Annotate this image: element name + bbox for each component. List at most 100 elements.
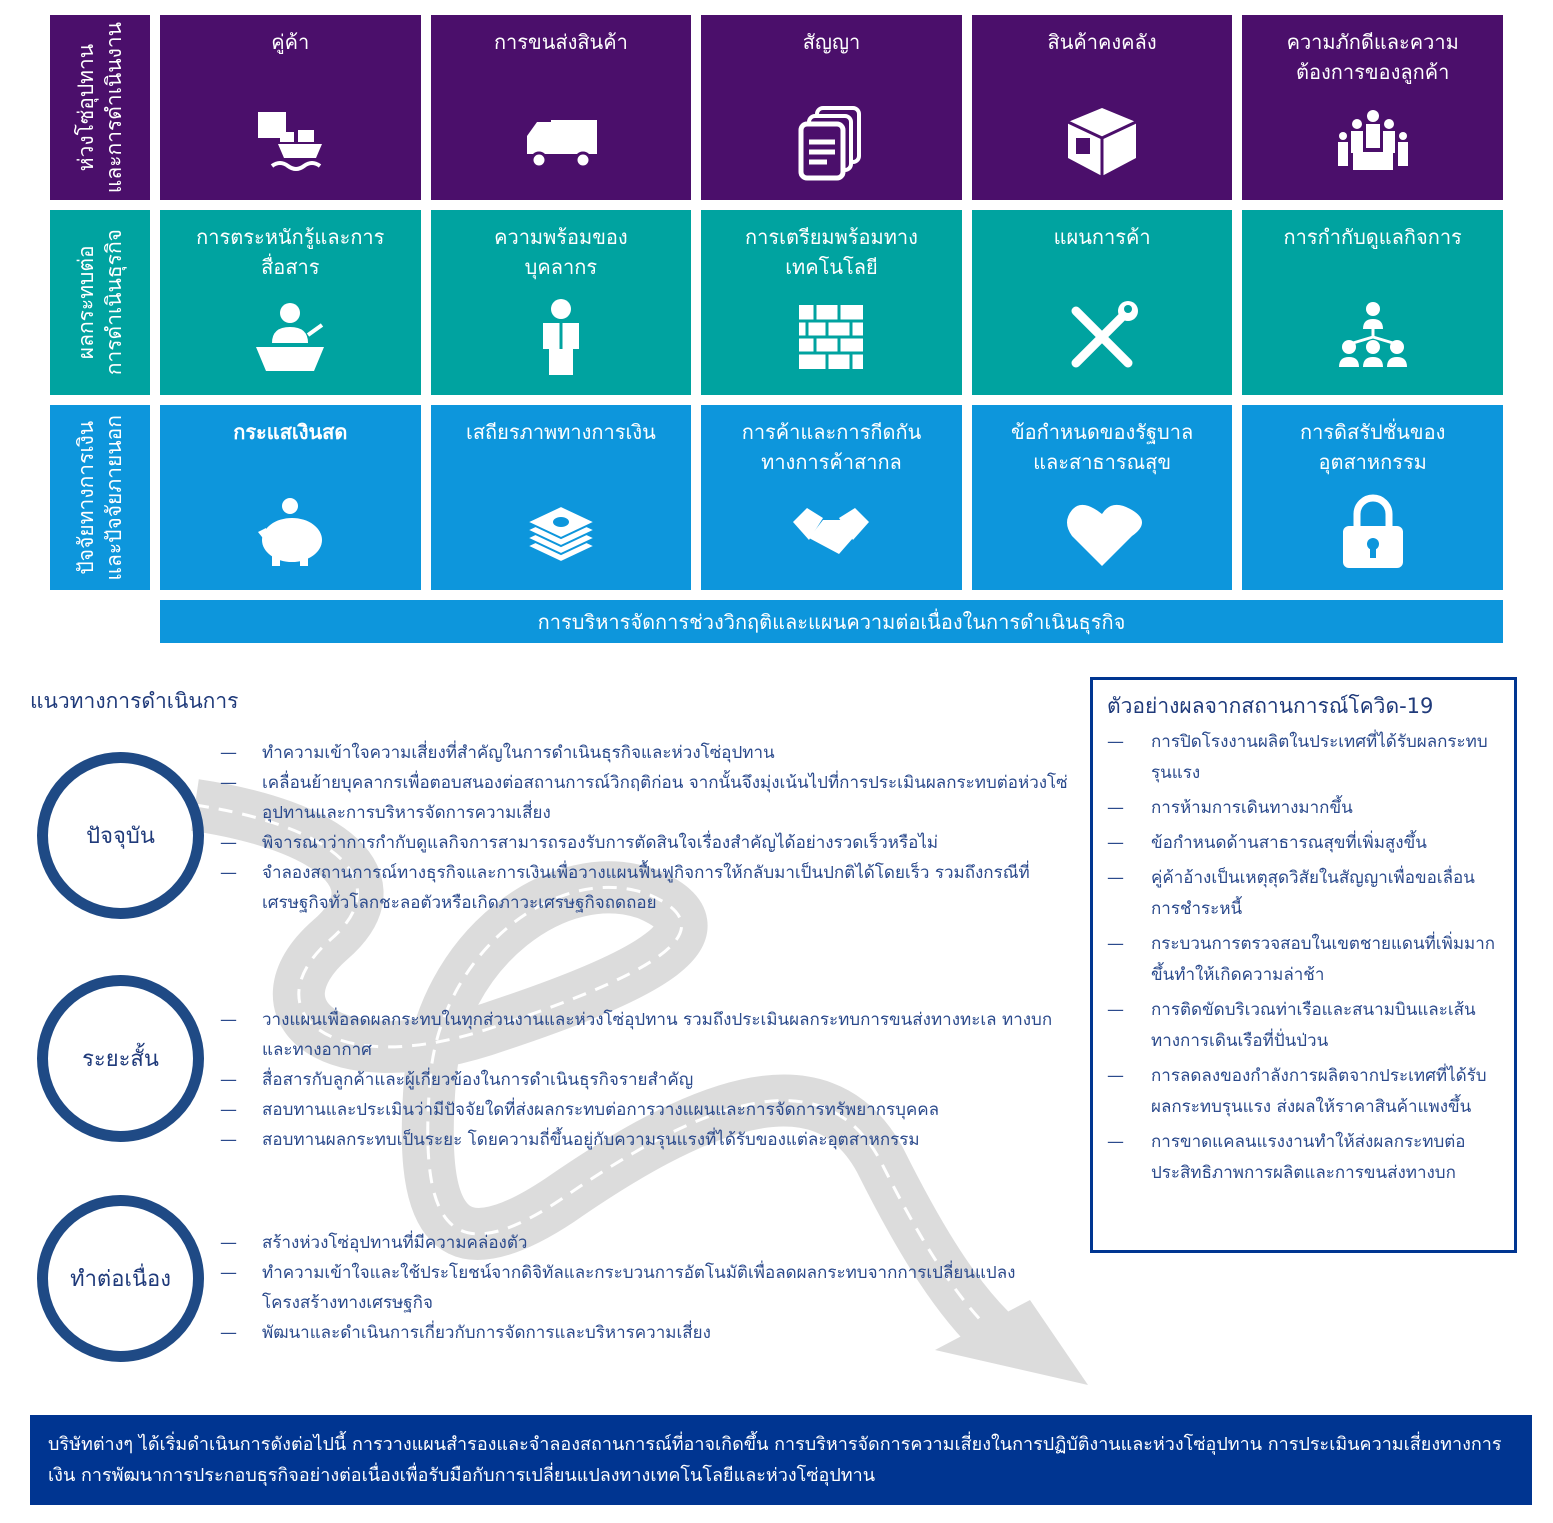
org-chart-icon (1338, 302, 1407, 367)
dash: — (220, 1070, 237, 1090)
dash: — (1107, 934, 1124, 954)
covid-impact-box: ตัวอย่างผลจากสถานการณ์โควิด-19 —การปิดโร… (1090, 677, 1517, 1253)
matrix-cell: คู่ค้า (160, 15, 421, 200)
dash: — (220, 1010, 237, 1030)
list-item-text: การขาดแคลนแรงงานทำให้ส่งผลกระทบต่อประสิท… (1151, 1132, 1466, 1183)
phase-circle: ปัจจุบัน (37, 752, 204, 919)
dash: — (1107, 732, 1124, 752)
handshake-icon (793, 508, 870, 554)
cell-title: กระแสเงินสด (233, 420, 348, 444)
cell-title: การเตรียมพร้อมทาง เทคโนโลยี (745, 225, 918, 279)
tools-icon (1071, 301, 1139, 368)
dash: — (1107, 798, 1124, 818)
list-item: — พิจารณาว่าการกำกับดูแลกิจการสามารถรองรั… (220, 828, 1080, 858)
list-item: — ข้อกำหนดด้านสาธารณสุขที่เพิ่มสูงขึ้น (1107, 828, 1500, 859)
list-item-text: วางแผนเพื่อลดผลกระทบในทุกส่วนงานและห่วงโ… (262, 1010, 1053, 1060)
row-label: ผลกระทบต่อ การดำเนินธุรกิจ (50, 210, 150, 395)
phase-name: ทำต่อเนื่อง (70, 1267, 171, 1292)
list-item-text: การห้ามการเดินทางมากขึ้น (1151, 798, 1353, 818)
phase-name: ปัจจุบัน (86, 824, 155, 849)
list-item: — คู่ค้าอ้างเป็นเหตุสุดวิสัยในสัญญาเพื่อข… (1107, 863, 1500, 925)
list-item-text: ข้อกำหนดด้านสาธารณสุขที่เพิ่มสูงขึ้น (1151, 833, 1427, 853)
cell-title: เสถียรภาพทางการเงิน (466, 420, 656, 444)
list-item-text: กระบวนการตรวจสอบในเขตชายแดนที่เพิ่มมากขึ… (1151, 934, 1496, 985)
dash: — (220, 1100, 237, 1120)
list-item-text: พัฒนาและดำเนินการเกี่ยวกับการจัดการและบร… (262, 1323, 711, 1343)
list-item-text: จำลองสถานการณ์ทางธุรกิจและการเงินเพื่อวา… (262, 863, 1030, 913)
list-item: —พัฒนาและดำเนินการเกี่ยวกับการจัดการและบ… (220, 1318, 1080, 1348)
list-item: —สร้างห่วงโซ่อุปทานที่มีความคล่องตัว (220, 1228, 1080, 1258)
cell-title: ความพร้อมของ บุคลากร (494, 225, 628, 279)
list-item: — เคลื่อนย้ายบุคลากรเพื่อตอบสนองต่อสถานกา… (220, 768, 1080, 828)
list-item-text: คู่ค้าอ้างเป็นเหตุสุดวิสัยในสัญญาเพื่อขอ… (1151, 868, 1475, 919)
approach-title: แนวทางการดำเนินการ (30, 689, 239, 713)
list-item: — จำลองสถานการณ์ทางธุรกิจและการเงินเพื่อว… (220, 858, 1080, 918)
money-stack-icon (524, 504, 598, 564)
phase-circle: ระยะสั้น (37, 975, 204, 1142)
matrix-cell: การค้าและการกีดกัน ทางการค้าสากล (701, 405, 962, 590)
truck-icon (526, 120, 597, 169)
list-item-text: เคลื่อนย้ายบุคลากรเพื่อตอบสนองต่อสถานการ… (262, 773, 1068, 823)
row-label: ห่วงโซ่อุปทาน และการดำเนินงาน (50, 15, 150, 200)
list-item-text: สอบทานผลกระทบเป็นระยะ โดยความถี่ขึ้นอยู่… (262, 1130, 920, 1150)
list-item: — การติดขัดบริเวณท่าเรือและสนามบินและเส้น… (1107, 995, 1500, 1057)
matrix-cell: แผนการค้า (971, 210, 1233, 395)
list-item: — การห้ามการเดินทางมากขึ้น (1107, 793, 1500, 824)
dash: — (220, 1130, 237, 1150)
phase-action-list: —สร้างห่วงโซ่อุปทานที่มีความคล่องตัว—ทำค… (220, 1228, 1080, 1348)
list-item: — วางแผนเพื่อลดผลกระทบในทุกส่วนงานและห่วง… (220, 1005, 1080, 1065)
box-icon (1067, 108, 1137, 176)
dash: — (1107, 833, 1124, 853)
list-item-text: ทำความเข้าใจความเสี่ยงที่สำคัญในการดำเนิ… (262, 743, 775, 763)
list-item-text: สื่อสารกับลูกค้าและผู้เกี่ยวข้องในการดำเ… (262, 1070, 694, 1090)
matrix-cell: ความพร้อมของ บุคลากร (430, 210, 692, 395)
dash: — (220, 863, 237, 883)
crisis-management-banner: การบริหารจัดการช่วงวิกฤติและแผนความต่อเน… (160, 600, 1503, 643)
list-item: — สื่อสารกับลูกค้าและผู้เกี่ยวข้องในการดำ… (220, 1065, 1080, 1095)
list-item-text: พิจารณาว่าการกำกับดูแลกิจการสามารถรองรับ… (262, 833, 939, 853)
list-item: — สอบทานผลกระทบเป็นระยะ โดยความถี่ขึ้นอยู… (220, 1125, 1080, 1155)
dash: — (220, 773, 237, 793)
cell-title: ข้อกำหนดของรัฐบาล และสาธารณสุข (1010, 420, 1194, 474)
list-item-text: การลดลงของกำลังการผลิตจากประเทศที่ได้รับ… (1151, 1066, 1487, 1117)
matrix-cell: การดิสรัปชั่นของ อุตสาหกรรม (1242, 405, 1503, 590)
dash: — (1107, 1000, 1124, 1020)
list-item-text: สอบทานและประเมินว่ามีปัจจัยใดที่ส่งผลกระ… (262, 1100, 940, 1120)
dash: — (220, 1263, 237, 1283)
matrix-cell: การกำกับดูแลกิจการ (1242, 210, 1503, 395)
dash: — (220, 833, 237, 853)
list-item: —การลดลงของกำลังการผลิตจากประเทศที่ได้รั… (1107, 1061, 1500, 1123)
people-group-icon (1337, 110, 1408, 170)
matrix-cell: เสถียรภาพทางการเงิน (430, 405, 692, 590)
lock-icon (1342, 494, 1403, 568)
dash: — (1107, 868, 1124, 888)
matrix-row: การตระหนักรู้และการ สื่อสาร ความพร้อมของ … (160, 210, 1503, 395)
cell-title: คู่ค้า (271, 30, 310, 54)
documents-icon (798, 106, 862, 181)
list-item: — กระบวนการตรวจสอบในเขตชายแดนที่เพิ่มมากข… (1107, 929, 1500, 991)
piggy-bank-icon (258, 498, 323, 566)
matrix-cell: ข้อกำหนดของรัฐบาล และสาธารณสุข (971, 405, 1233, 590)
matrix-row: กระแสเงินสด เสถียรภาพทางการเงิน การค้าและก… (160, 405, 1503, 590)
cell-title: การขนส่งสินค้า (493, 30, 628, 54)
cell-title: การตระหนักรู้และการ สื่อสาร (196, 225, 385, 279)
matrix-cell: การตระหนักรู้และการ สื่อสาร (160, 210, 421, 395)
list-item: —ทำความเข้าใจและใช้ประโยชน์จากดิจิทัลและ… (220, 1258, 1080, 1318)
cell-title: สัญญา (802, 30, 861, 54)
matrix-cell: สัญญา (701, 15, 962, 200)
list-item-text: การติดขัดบริเวณท่าเรือและสนามบินและเส้นท… (1151, 1000, 1476, 1051)
firewall-icon (799, 305, 864, 369)
shipping-boxes-icon (258, 112, 323, 171)
list-item: — สอบทานและประเมินว่ามีปัจจัยใดที่ส่งผลกร… (220, 1095, 1080, 1125)
phase-action-list: — วางแผนเพื่อลดผลกระทบในทุกส่วนงานและห่วง… (220, 1005, 1080, 1155)
dash: — (220, 743, 237, 763)
matrix-cell: สินค้าคงคลัง (971, 15, 1233, 200)
cell-title: ความภักดีและความ ต้องการของลูกค้า (1286, 30, 1459, 84)
list-item: —การขาดแคลนแรงงานทำให้ส่งผลกระทบต่อประสิ… (1107, 1127, 1500, 1189)
cell-title: สินค้าคงคลัง (1047, 30, 1157, 54)
dash: — (220, 1233, 237, 1253)
footer-summary: บริษัทต่างๆ ได้เริ่มดำเนินการดังต่อไปนี้… (30, 1415, 1532, 1505)
list-item: —การปิดโรงงานผลิตในประเทศที่ได้รับผลกระท… (1107, 727, 1500, 789)
matrix-cell: ความภักดีและความ ต้องการของลูกค้า (1242, 15, 1503, 200)
